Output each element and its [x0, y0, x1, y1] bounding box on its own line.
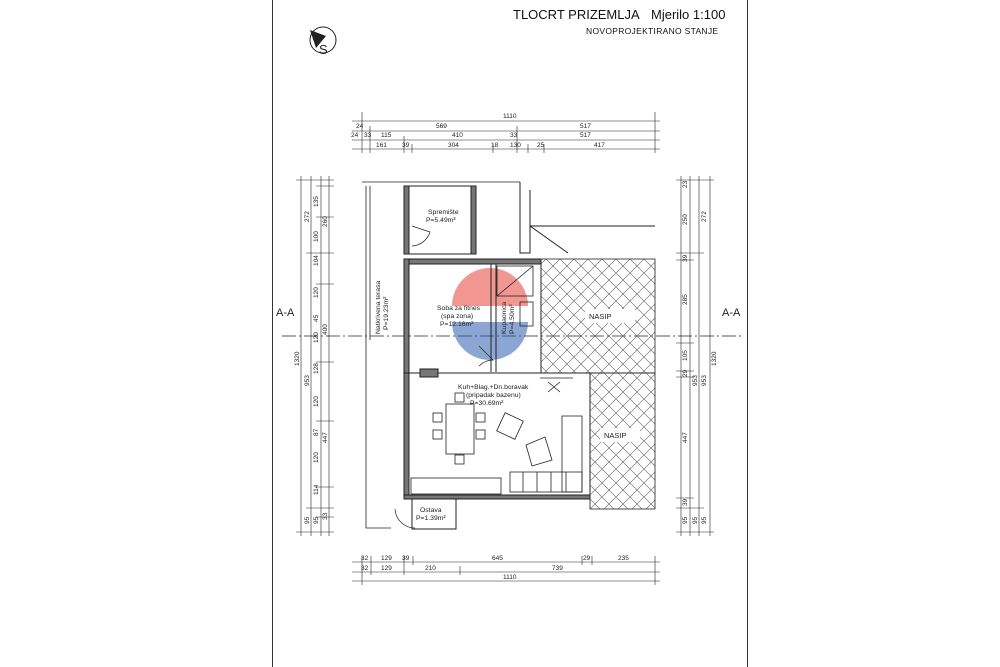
dim-top: 304 [448, 142, 459, 149]
room-fitness-area: P=12.16m² [440, 321, 474, 328]
room-living-area: P=30.69m² [470, 400, 504, 407]
section-marker-right: A-A [722, 307, 741, 319]
dim-bottom: 235 [618, 555, 629, 562]
dim-left: 128 [313, 363, 320, 374]
dim-right: 23 [682, 180, 689, 188]
drawing-title: TLOCRT PRIZEMLJA [513, 7, 640, 22]
nasip-label: NASIP [604, 431, 627, 440]
dim-left: 120 [313, 396, 320, 407]
left-dimensions [296, 176, 334, 536]
dim-top: 517 [580, 123, 591, 130]
dim-left: 447 [322, 432, 329, 443]
dim-left: 1320 [294, 351, 301, 366]
room-bath-name: Kupaonica [501, 302, 508, 334]
room-pantry-name: Ostava [420, 507, 442, 514]
room-labels: Spremište P=5.49m² Soba za fitnes (spa z… [375, 209, 529, 522]
room-bath-area: P=4.50m² [509, 304, 516, 334]
dim-top: 24 [356, 123, 364, 130]
dim-bottom: 645 [492, 555, 503, 562]
dim-left: 400 [322, 324, 329, 335]
embankment-zones: NASIP NASIP [540, 258, 656, 510]
watermark-logo [452, 268, 528, 360]
dim-right: 95 [692, 516, 699, 524]
room-storage-area: P=5.49m² [426, 217, 456, 224]
dim-left: 45 [313, 314, 320, 322]
dim-left: 120 [313, 332, 320, 343]
dim-top: 410 [452, 132, 463, 139]
section-marker-left: A-A [276, 307, 295, 319]
dim-left: 95 [304, 516, 311, 524]
dim-top: 39 [402, 142, 410, 149]
dim-bottom: 210 [425, 565, 436, 572]
right-dimensions [676, 176, 714, 536]
room-living-name2: (pripadak bazenu) [466, 392, 521, 399]
dim-top: 130 [510, 142, 521, 149]
dim-right: 39 [682, 498, 689, 506]
dim-right: 447 [682, 432, 689, 443]
dim-top: 115 [381, 132, 392, 139]
dim-top: 25 [537, 142, 545, 149]
furniture [410, 265, 583, 495]
dim-top: 417 [594, 142, 605, 149]
dim-left: 114 [313, 484, 320, 495]
dim-top: 33 [364, 132, 372, 139]
dim-right: 250 [682, 214, 689, 225]
dim-left: 95 [313, 516, 320, 524]
room-fitness-name2: (spa zona) [441, 313, 473, 320]
dim-top: 18 [491, 142, 499, 149]
dim-left: 135 [313, 196, 320, 207]
bottom-dimensions [352, 556, 660, 585]
room-living-name: Kuh+Blag.+Dn.boravak [458, 384, 529, 391]
north-arrow-icon: S [309, 26, 337, 57]
dim-bottom: 29 [583, 555, 591, 562]
dim-right: 95 [682, 516, 689, 524]
door-swings [394, 225, 494, 529]
dim-left: 272 [304, 211, 311, 222]
dim-left: 100 [313, 231, 320, 242]
dim-bottom: 1110 [503, 574, 517, 581]
dim-right: 29 [682, 369, 689, 377]
dim-right: 39 [682, 254, 689, 262]
dim-top: 517 [580, 132, 591, 139]
dim-right: 95 [701, 516, 708, 524]
dim-left: 33 [322, 512, 329, 520]
dim-left: 120 [313, 452, 320, 463]
walls [403, 182, 655, 530]
drawing-scale: Mjerilo 1:100 [651, 7, 726, 22]
top-dimensions [352, 112, 660, 153]
dim-right: 1320 [711, 351, 718, 366]
dim-left: 953 [304, 375, 311, 386]
dim-right: 105 [682, 350, 689, 361]
terrace-name: Natkrivena terasa [375, 281, 382, 334]
dim-bottom: 129 [381, 565, 392, 572]
dim-right: 953 [701, 375, 708, 386]
dim-right: 272 [701, 211, 708, 222]
terrace-outline [362, 181, 520, 529]
dim-bottom: 739 [552, 565, 563, 572]
nasip-label: NASIP [589, 312, 612, 321]
dim-right: 953 [692, 375, 699, 386]
dim-left: 120 [313, 287, 320, 298]
drawing-subtitle: NOVOPROJEKTIRANO STANJE [586, 26, 719, 36]
dim-bottom: 129 [381, 555, 392, 562]
dim-top-total: 1110 [503, 113, 517, 120]
dim-top: 24 [351, 132, 359, 139]
dim-bottom: 32 [361, 555, 369, 562]
dim-top: 161 [376, 142, 387, 149]
room-storage-name: Spremište [428, 209, 459, 216]
dim-left: 260 [322, 216, 329, 227]
room-fitness-name: Soba za fitnes [437, 305, 481, 312]
dim-bottom: 39 [402, 555, 410, 562]
dim-left: 87 [313, 428, 320, 436]
room-pantry-area: P=1.39m² [416, 515, 446, 522]
dim-left: 104 [313, 255, 320, 266]
dim-top: 569 [436, 123, 447, 130]
dim-top: 33 [510, 132, 518, 139]
terrace-area: P=19.23m² [383, 296, 390, 330]
dim-right: 285 [682, 294, 689, 305]
compass-letter: S [319, 42, 328, 57]
dim-bottom: 32 [361, 565, 369, 572]
